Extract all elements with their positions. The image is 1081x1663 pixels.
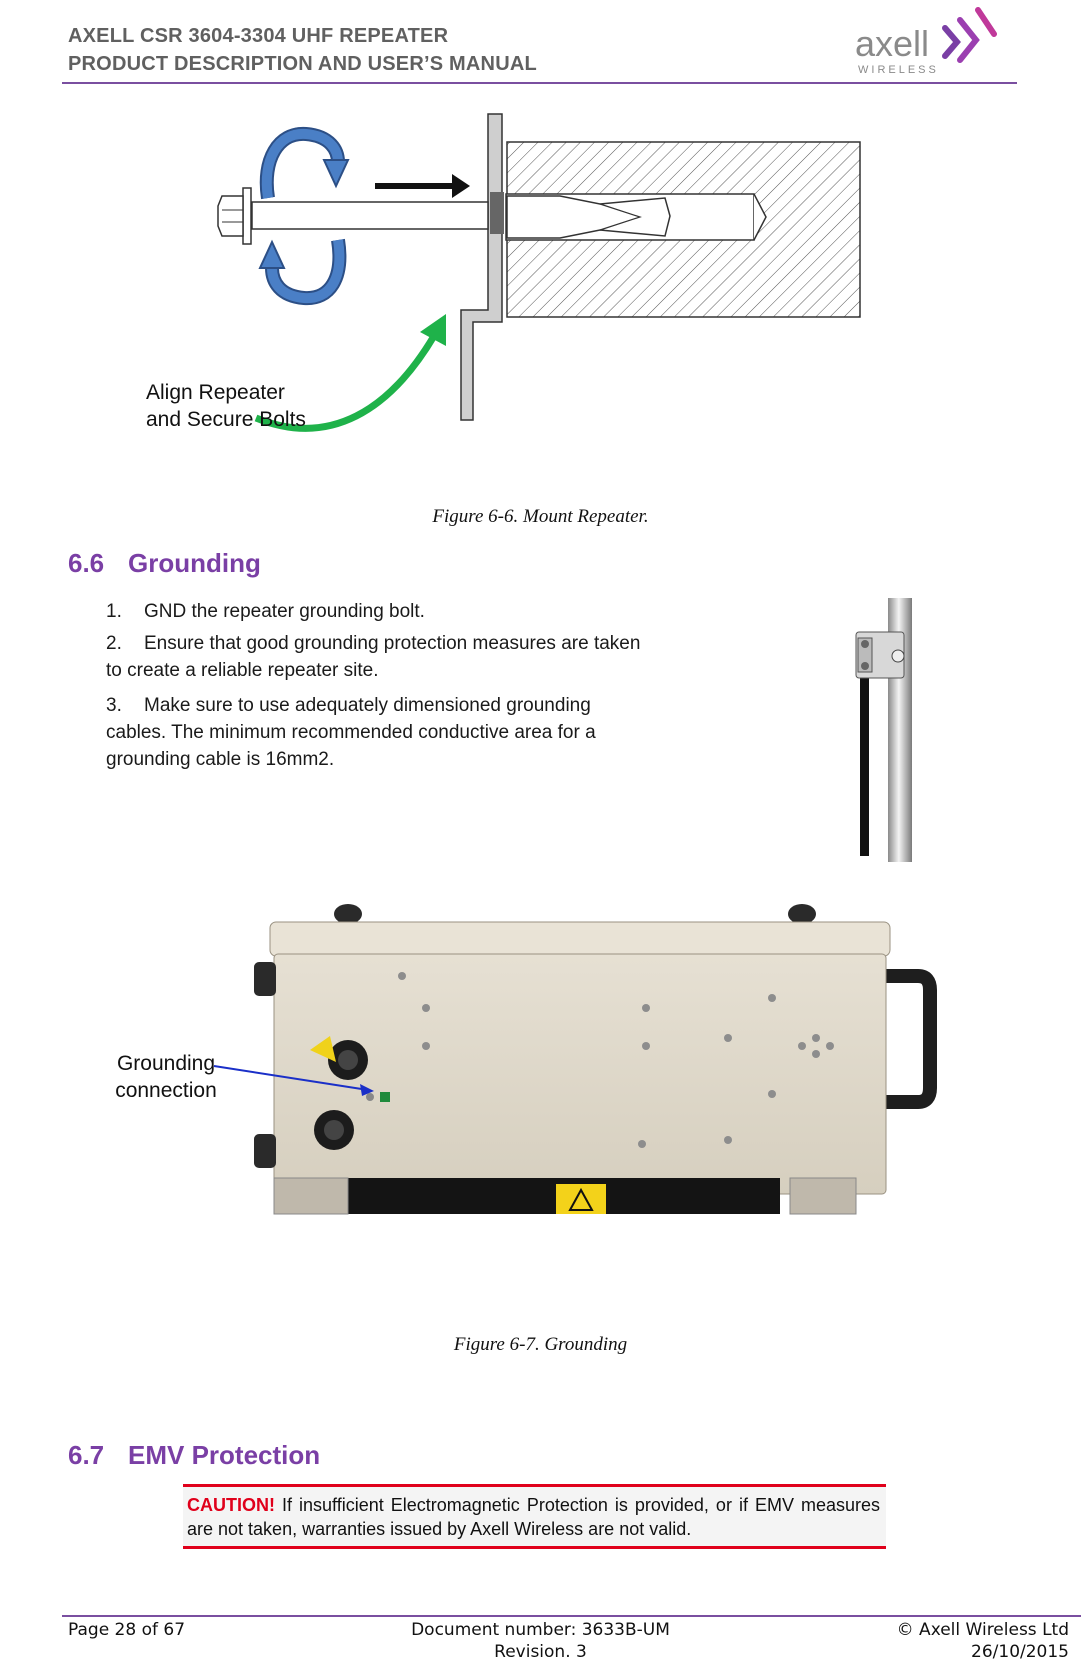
align-repeater-callout: Align Repeater and Secure Bolts <box>146 379 306 433</box>
header-title-line2: PRODUCT DESCRIPTION AND USER’S MANUAL <box>68 53 537 75</box>
footer-doc-number: Document number: 3633B-UM <box>411 1620 670 1640</box>
step-text: GND the repeater grounding bolt. <box>144 601 425 622</box>
footer-page: Page 28 of 67 <box>68 1620 186 1640</box>
step-text-cont: cables. The minimum recommended conducti… <box>106 722 596 743</box>
bolt-washer <box>242 187 252 245</box>
grounding-pointer-arrow <box>213 1065 374 1096</box>
push-arrow-icon <box>375 174 470 198</box>
axell-logo: axell WIRELESS <box>855 7 997 76</box>
power-connector <box>310 1036 368 1080</box>
logo-subtext: WIRELESS <box>858 64 939 76</box>
rotate-clockwise-icon <box>259 126 350 200</box>
figure-6-6-caption: Figure 6-6. Mount Repeater. <box>432 506 649 527</box>
align-arrow-icon <box>254 314 446 432</box>
section-number: 6.6 <box>68 548 105 578</box>
footer-doc-block: Document number: 3633B-UM Revision. 3 <box>0 1619 1081 1663</box>
callout-line: and Secure Bolts <box>146 408 306 431</box>
footer-copyright: © Axell Wireless Ltd <box>896 1620 1069 1640</box>
callout-line: Grounding <box>116 1052 216 1075</box>
logo-text: axell <box>855 23 929 64</box>
bolt-shank <box>251 201 489 230</box>
grounding-connection-callout: Grounding connection <box>106 1050 226 1104</box>
step-number: 2. <box>106 633 122 654</box>
header-title: AXELL CSR 3604-3304 UHF REPEATER PRODUCT… <box>68 22 537 78</box>
callout-line: Align Repeater <box>146 381 285 404</box>
repeater-grounding-photo <box>254 904 937 1215</box>
footer-rule <box>62 1615 1081 1617</box>
section-6-7-heading: 6.7 EMV Protection <box>68 1440 320 1471</box>
footer-date: 26/10/2015 <box>971 1642 1069 1662</box>
mounting-bracket <box>460 113 503 421</box>
bolt-head <box>217 195 244 237</box>
step-text-cont: to create a reliable repeater site. <box>106 660 379 681</box>
caution-label: CAUTION! <box>187 1495 275 1515</box>
section-number: 6.7 <box>68 1440 105 1470</box>
step-text: Make sure to use adequately dimensioned … <box>144 695 591 716</box>
step-number: 3. <box>106 695 122 716</box>
section-title: EMV Protection <box>128 1440 321 1470</box>
step-number: 1. <box>106 601 122 622</box>
grounding-bolt <box>380 1092 390 1102</box>
grounding-clamp-photo <box>855 598 912 862</box>
callout-line: connection <box>115 1079 217 1102</box>
step-1: 1. GND the repeater grounding bolt. <box>68 598 768 625</box>
step-3: 3. Make sure to use adequately dimensione… <box>68 692 768 773</box>
header-rule <box>62 82 1017 84</box>
figure-6-7-caption: Figure 6-7. Grounding <box>453 1334 628 1355</box>
alarm-connector <box>314 1110 354 1150</box>
step-2: 2. Ensure that good grounding protection … <box>68 630 768 684</box>
footer-right-block: © Axell Wireless Ltd 26/10/2015 <box>897 1619 1069 1663</box>
caution-box: CAUTION! If insufficient Electromagnetic… <box>183 1484 886 1549</box>
step-text-cont: grounding cable is 16mm2. <box>106 749 335 770</box>
expansion-anchor <box>506 195 671 239</box>
section-title: Grounding <box>128 548 261 578</box>
section-6-6-heading: 6.6 Grounding <box>68 548 261 579</box>
header-title-line1: AXELL CSR 3604-3304 UHF REPEATER <box>68 25 449 47</box>
mount-repeater-figure <box>217 113 861 432</box>
footer-revision: Revision. 3 <box>494 1642 587 1662</box>
step-text: Ensure that good grounding protection me… <box>144 633 641 654</box>
caution-text: If insufficient Electromagnetic Protecti… <box>187 1495 880 1539</box>
rotate-counterclockwise-icon <box>258 238 347 306</box>
